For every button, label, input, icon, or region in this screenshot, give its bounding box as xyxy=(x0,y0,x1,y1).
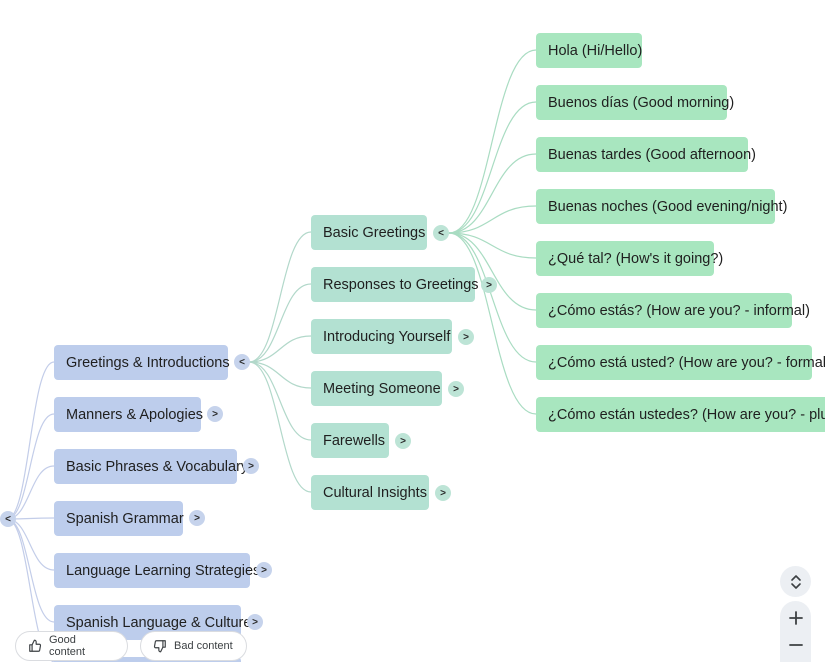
toggle-responses-to-greetings[interactable]: > xyxy=(481,277,497,293)
toggle-language-learning-strategies[interactable]: > xyxy=(256,562,272,578)
node-greetings-introductions[interactable]: Greetings & Introductions xyxy=(54,345,230,380)
node-buenas-noches[interactable]: Buenas noches (Good evening/night) xyxy=(536,189,787,224)
node-basic-phrases-vocabulary[interactable]: Basic Phrases & Vocabulary xyxy=(54,449,248,484)
plus-icon[interactable] xyxy=(788,611,803,625)
thumbs-down-icon xyxy=(153,640,166,653)
node-buenos-dias[interactable]: Buenos días (Good morning) xyxy=(536,85,734,120)
node-hola[interactable]: Hola (Hi/Hello) xyxy=(536,33,642,68)
fit-view-button[interactable] xyxy=(780,566,811,597)
node-cultural-insights[interactable]: Cultural Insights xyxy=(311,475,429,510)
minus-icon[interactable] xyxy=(788,638,803,652)
toggle-farewells[interactable]: > xyxy=(395,433,411,449)
toggle-spanish-language-culture[interactable]: > xyxy=(247,614,263,630)
node-manners-apologies[interactable]: Manners & Apologies xyxy=(54,397,203,432)
toggle-manners-apologies[interactable]: > xyxy=(207,406,223,422)
node-basic-greetings[interactable]: Basic Greetings xyxy=(311,215,427,250)
node-introducing-yourself[interactable]: Introducing Yourself xyxy=(311,319,452,354)
node-buenas-tardes[interactable]: Buenas tardes (Good afternoon) xyxy=(536,137,756,172)
node-language-learning-strategies[interactable]: Language Learning Strategies xyxy=(54,553,260,588)
toggle-cultural-insights[interactable]: > xyxy=(435,485,451,501)
toggle-introducing-yourself[interactable]: > xyxy=(458,329,474,345)
good-content-label: Good content xyxy=(48,634,86,658)
toggle-basic-phrases-vocabulary[interactable]: > xyxy=(243,458,259,474)
expand-collapse-icon xyxy=(790,574,801,589)
node-como-estas[interactable]: ¿Cómo estás? (How are you? - informal) xyxy=(536,293,810,328)
toggle-greetings-introductions[interactable]: < xyxy=(234,354,250,370)
node-que-tal[interactable]: ¿Qué tal? (How's it going?) xyxy=(536,241,723,276)
good-content-button[interactable]: Good content xyxy=(15,631,128,661)
root-connectors xyxy=(6,361,55,662)
node-responses-to-greetings[interactable]: Responses to Greetings xyxy=(311,267,479,302)
toggle-spanish-grammar[interactable]: > xyxy=(189,510,205,526)
node-farewells[interactable]: Farewells xyxy=(311,423,389,458)
toggle-basic-greetings[interactable]: < xyxy=(433,225,449,241)
toggle-meeting-someone[interactable]: > xyxy=(448,381,464,397)
root-collapse-toggle[interactable]: < xyxy=(0,511,16,527)
level1-connectors xyxy=(248,231,312,493)
level2-connectors xyxy=(448,49,537,415)
zoom-controls xyxy=(780,601,811,662)
bad-content-button[interactable]: Bad content xyxy=(140,631,247,661)
node-spanish-grammar[interactable]: Spanish Grammar xyxy=(54,501,184,536)
node-meeting-someone[interactable]: Meeting Someone xyxy=(311,371,442,406)
node-como-esta-usted[interactable]: ¿Cómo está usted? (How are you? - formal… xyxy=(536,345,825,380)
bad-content-label: Bad content xyxy=(174,640,233,652)
thumbs-up-icon xyxy=(29,639,42,652)
node-como-estan-ustedes[interactable]: ¿Cómo están ustedes? (How are you? - plu… xyxy=(536,397,825,432)
